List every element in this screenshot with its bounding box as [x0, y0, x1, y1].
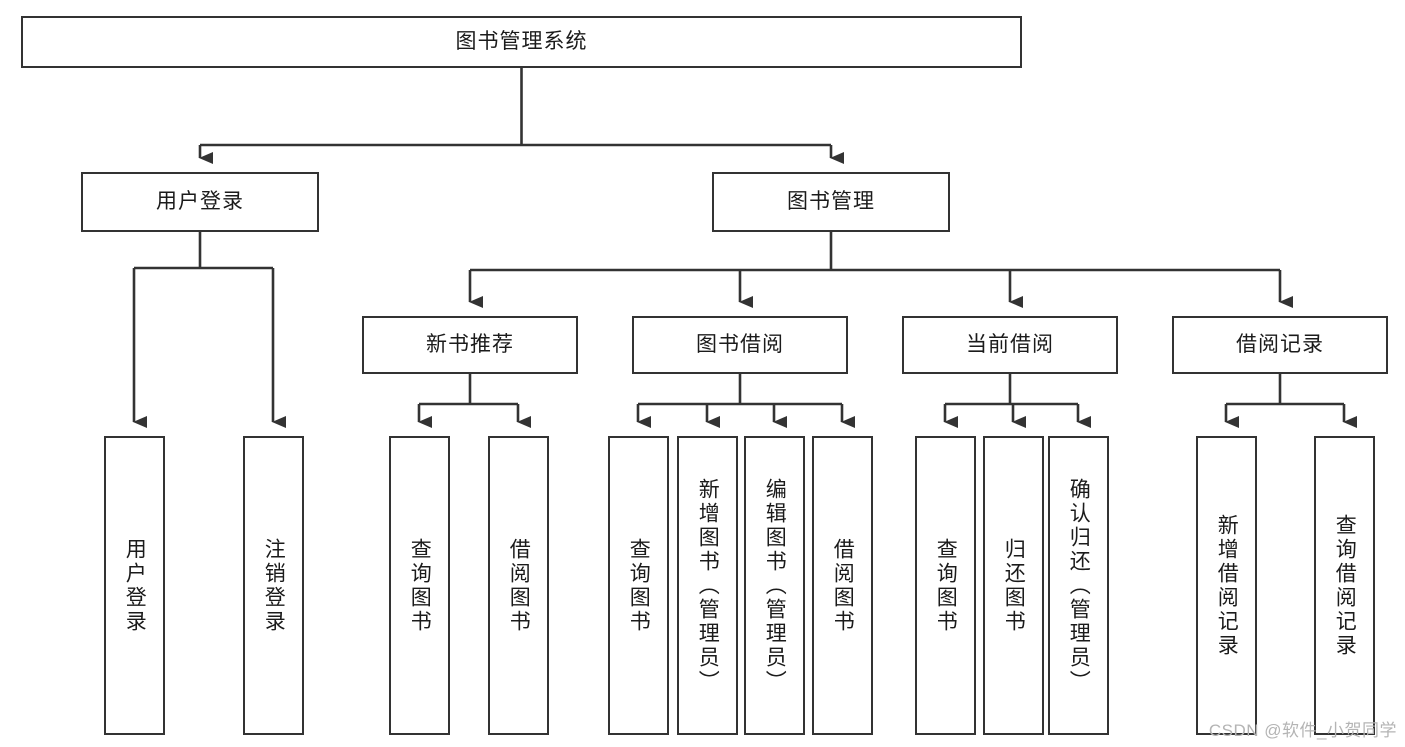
node-leaf-query-borrow-record[interactable]: 查询借阅记录	[1314, 436, 1375, 735]
edges-login-to-leaves	[132, 232, 286, 428]
node-book-management-label: 图书管理	[787, 190, 875, 214]
node-leaf-logout[interactable]: 注销登录	[243, 436, 304, 735]
node-leaf-confirm-return-admin[interactable]: 确认归还（管理员）	[1048, 436, 1109, 735]
node-book-management[interactable]: 图书管理	[712, 172, 950, 232]
edges-borrow-to-leaves	[636, 374, 855, 428]
node-root-label: 图书管理系统	[455, 30, 588, 54]
node-current-borrow[interactable]: 当前借阅	[902, 316, 1118, 374]
node-leaf-confirm-return-admin-label: 确认归还（管理员）	[1067, 477, 1091, 694]
node-leaf-add-book-admin[interactable]: 新增图书（管理员）	[677, 436, 738, 735]
node-leaf-logout-label: 注销登录	[262, 537, 286, 634]
node-leaf-query-book-label: 查询图书	[627, 537, 651, 634]
node-leaf-borrow-book-new-label: 借阅图书	[507, 537, 531, 634]
edges-bookmgmt-to-level2	[468, 232, 1293, 308]
node-leaf-add-borrow-record[interactable]: 新增借阅记录	[1196, 436, 1257, 735]
edges-current-to-leaves	[943, 374, 1091, 428]
node-leaf-return-book[interactable]: 归还图书	[983, 436, 1044, 735]
edges-root-to-level1	[198, 68, 844, 164]
node-leaf-query-borrow-record-label: 查询借阅记录	[1333, 513, 1357, 658]
edges-records-to-leaves	[1224, 374, 1357, 428]
node-leaf-user-login[interactable]: 用户登录	[104, 436, 165, 735]
node-leaf-add-borrow-record-label: 新增借阅记录	[1215, 513, 1239, 658]
node-user-login-label: 用户登录	[156, 190, 244, 214]
node-user-login[interactable]: 用户登录	[81, 172, 319, 232]
node-leaf-query-book-current[interactable]: 查询图书	[915, 436, 976, 735]
node-new-book-recommend-label: 新书推荐	[426, 333, 514, 357]
node-leaf-query-book-new[interactable]: 查询图书	[389, 436, 450, 735]
edges-newbook-to-leaves	[417, 374, 531, 428]
node-book-borrow[interactable]: 图书借阅	[632, 316, 848, 374]
node-new-book-recommend[interactable]: 新书推荐	[362, 316, 578, 374]
node-current-borrow-label: 当前借阅	[966, 333, 1054, 357]
node-leaf-borrow-book[interactable]: 借阅图书	[812, 436, 873, 735]
node-leaf-borrow-book-label: 借阅图书	[831, 537, 855, 634]
node-leaf-query-book[interactable]: 查询图书	[608, 436, 669, 735]
node-root[interactable]: 图书管理系统	[21, 16, 1022, 68]
node-leaf-user-login-label: 用户登录	[123, 537, 147, 634]
node-leaf-borrow-book-new[interactable]: 借阅图书	[488, 436, 549, 735]
node-leaf-return-book-label: 归还图书	[1002, 537, 1026, 634]
node-borrow-records-label: 借阅记录	[1236, 333, 1324, 357]
node-leaf-query-book-new-label: 查询图书	[408, 537, 432, 634]
node-leaf-add-book-admin-label: 新增图书（管理员）	[696, 477, 720, 694]
node-borrow-records[interactable]: 借阅记录	[1172, 316, 1388, 374]
node-book-borrow-label: 图书借阅	[696, 333, 784, 357]
node-leaf-query-book-current-label: 查询图书	[934, 537, 958, 634]
node-leaf-edit-book-admin-label: 编辑图书（管理员）	[763, 477, 787, 694]
node-leaf-edit-book-admin[interactable]: 编辑图书（管理员）	[744, 436, 805, 735]
